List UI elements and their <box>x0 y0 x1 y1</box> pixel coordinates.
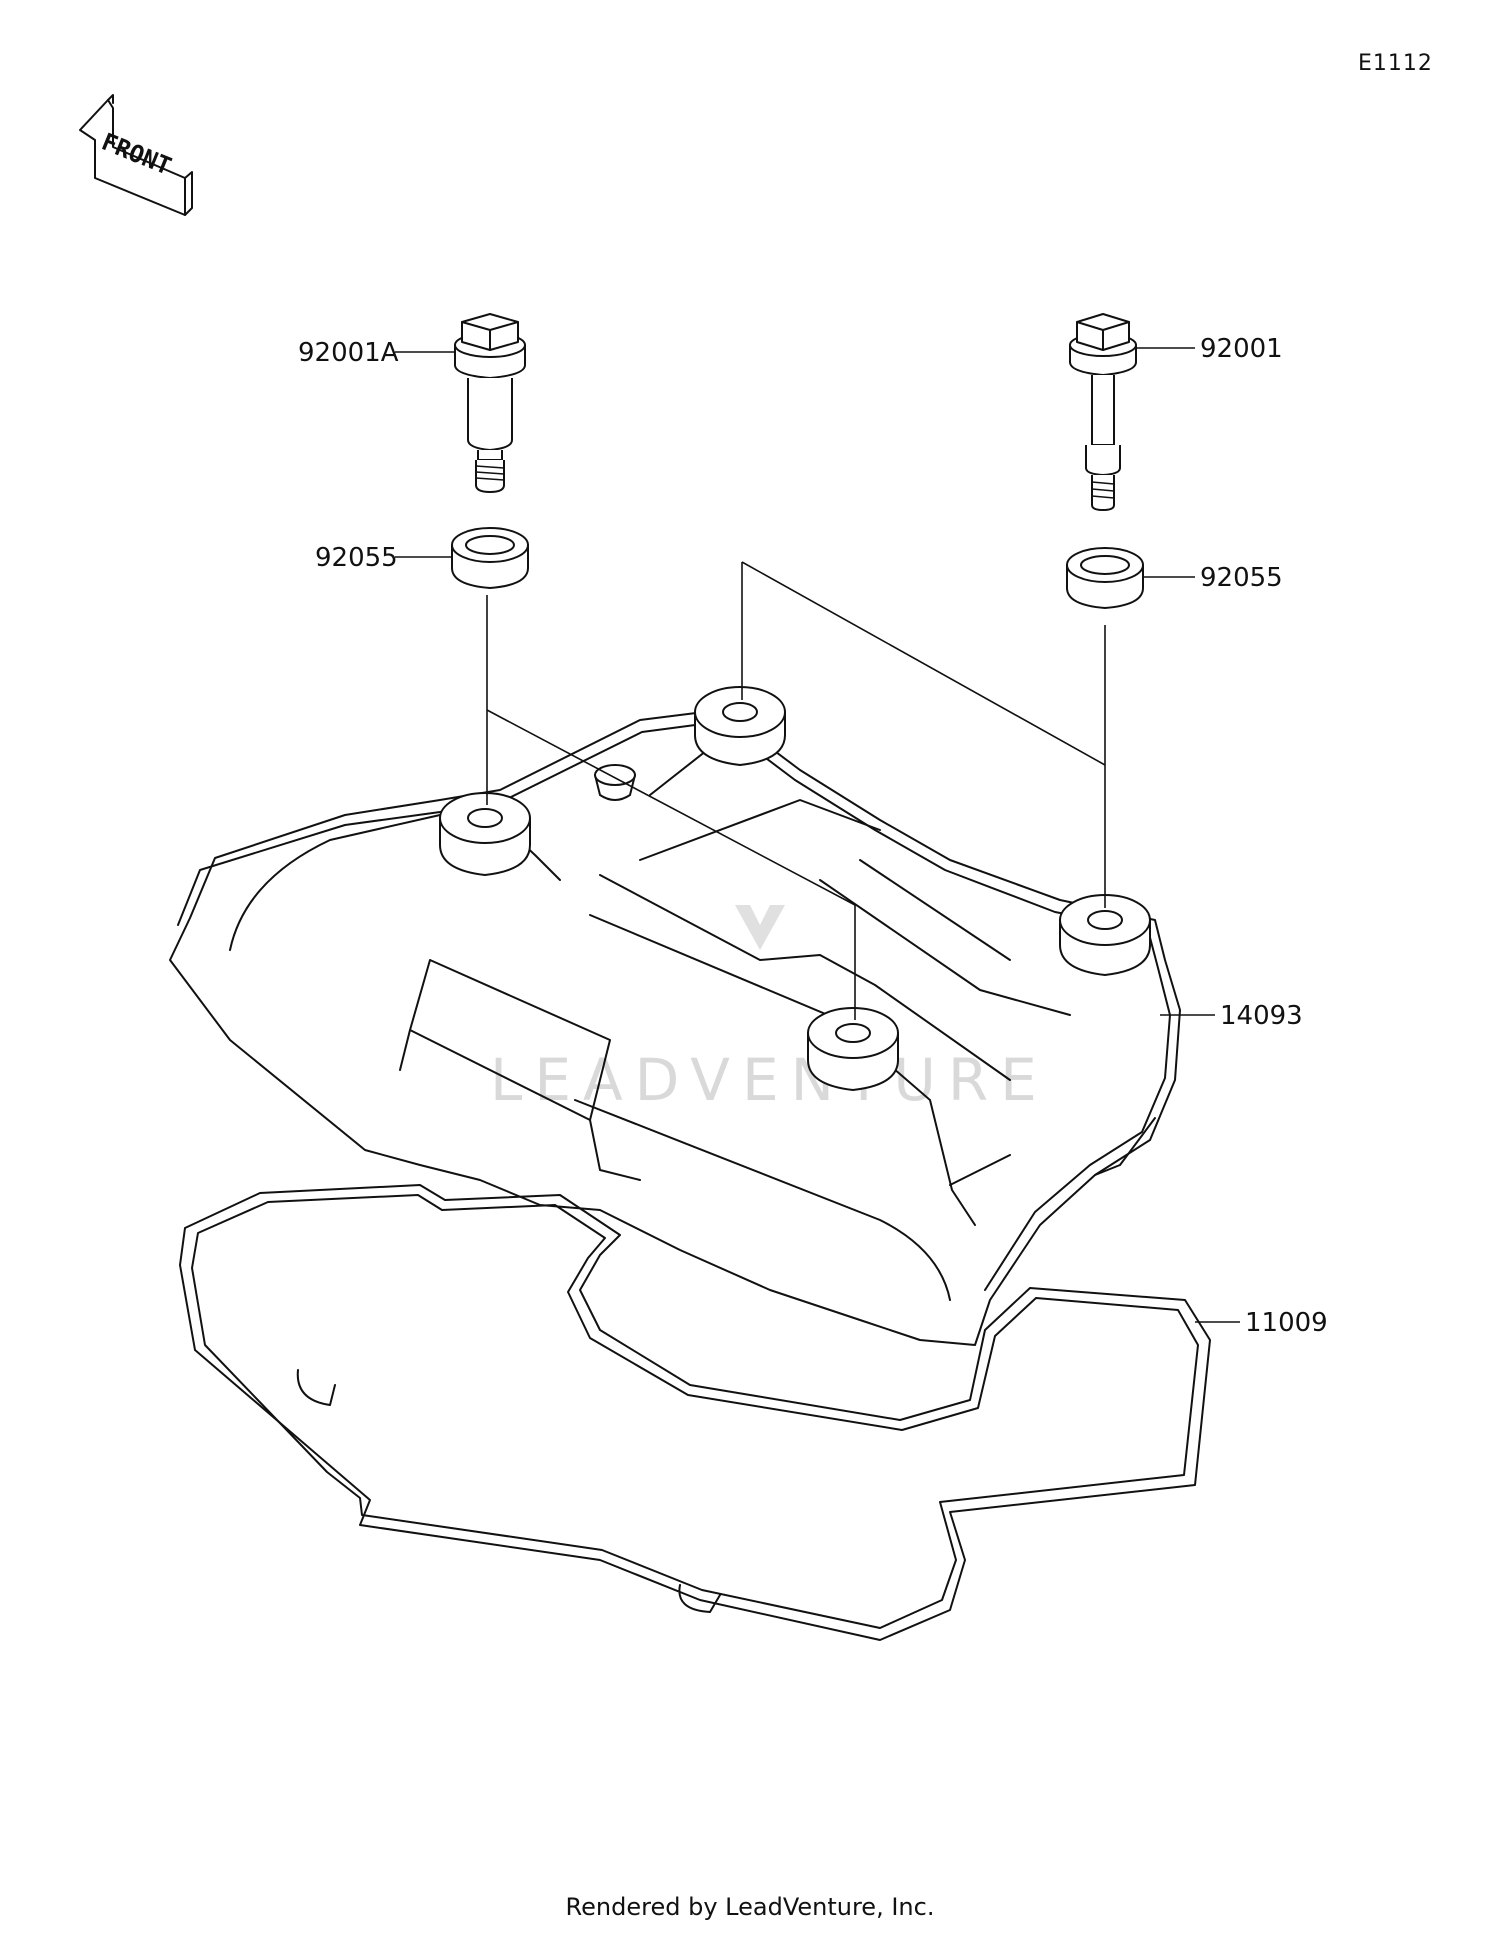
cover-boss-front-right <box>807 1007 899 1091</box>
diagram-ref-code: E1112 <box>1358 51 1433 76</box>
part-label-11009: 11009 <box>1245 1308 1328 1338</box>
callout-92001: 92001 <box>1136 334 1283 364</box>
part-label-92055-right: 92055 <box>1200 563 1283 593</box>
cover-breather-nipple <box>594 764 636 801</box>
part-label-92055-left: 92055 <box>315 543 398 573</box>
leadventure-watermark: LEADVENTURE <box>490 905 1049 1114</box>
callout-11009: 11009 <box>1195 1308 1328 1338</box>
callout-92001A: 92001A <box>298 338 455 368</box>
callout-14093: 14093 <box>1160 1001 1303 1031</box>
cover-boss-rear-right <box>1059 894 1151 976</box>
cover-boss-front-left <box>439 792 531 876</box>
assembly-guide-lines <box>486 561 1106 1020</box>
washer-92055-right <box>1066 547 1144 609</box>
callout-92055-right: 92055 <box>1143 563 1283 593</box>
part-label-14093: 14093 <box>1220 1001 1303 1031</box>
gasket-11009 <box>179 1184 1211 1641</box>
cover-boss-rear-left <box>694 686 786 766</box>
bolt-92001 <box>1069 313 1137 511</box>
part-label-92001: 92001 <box>1200 334 1283 364</box>
washer-92055-left <box>451 527 529 589</box>
watermark-text: LEADVENTURE <box>490 1046 1049 1114</box>
callout-92055-left: 92055 <box>315 543 452 573</box>
front-arrow-icon: FRONT <box>79 94 193 216</box>
footer-credit: Rendered by LeadVenture, Inc. <box>566 1893 935 1921</box>
valve-cover-14093 <box>169 686 1181 1346</box>
bolt-92001A <box>454 313 526 493</box>
part-label-92001A: 92001A <box>298 338 399 368</box>
